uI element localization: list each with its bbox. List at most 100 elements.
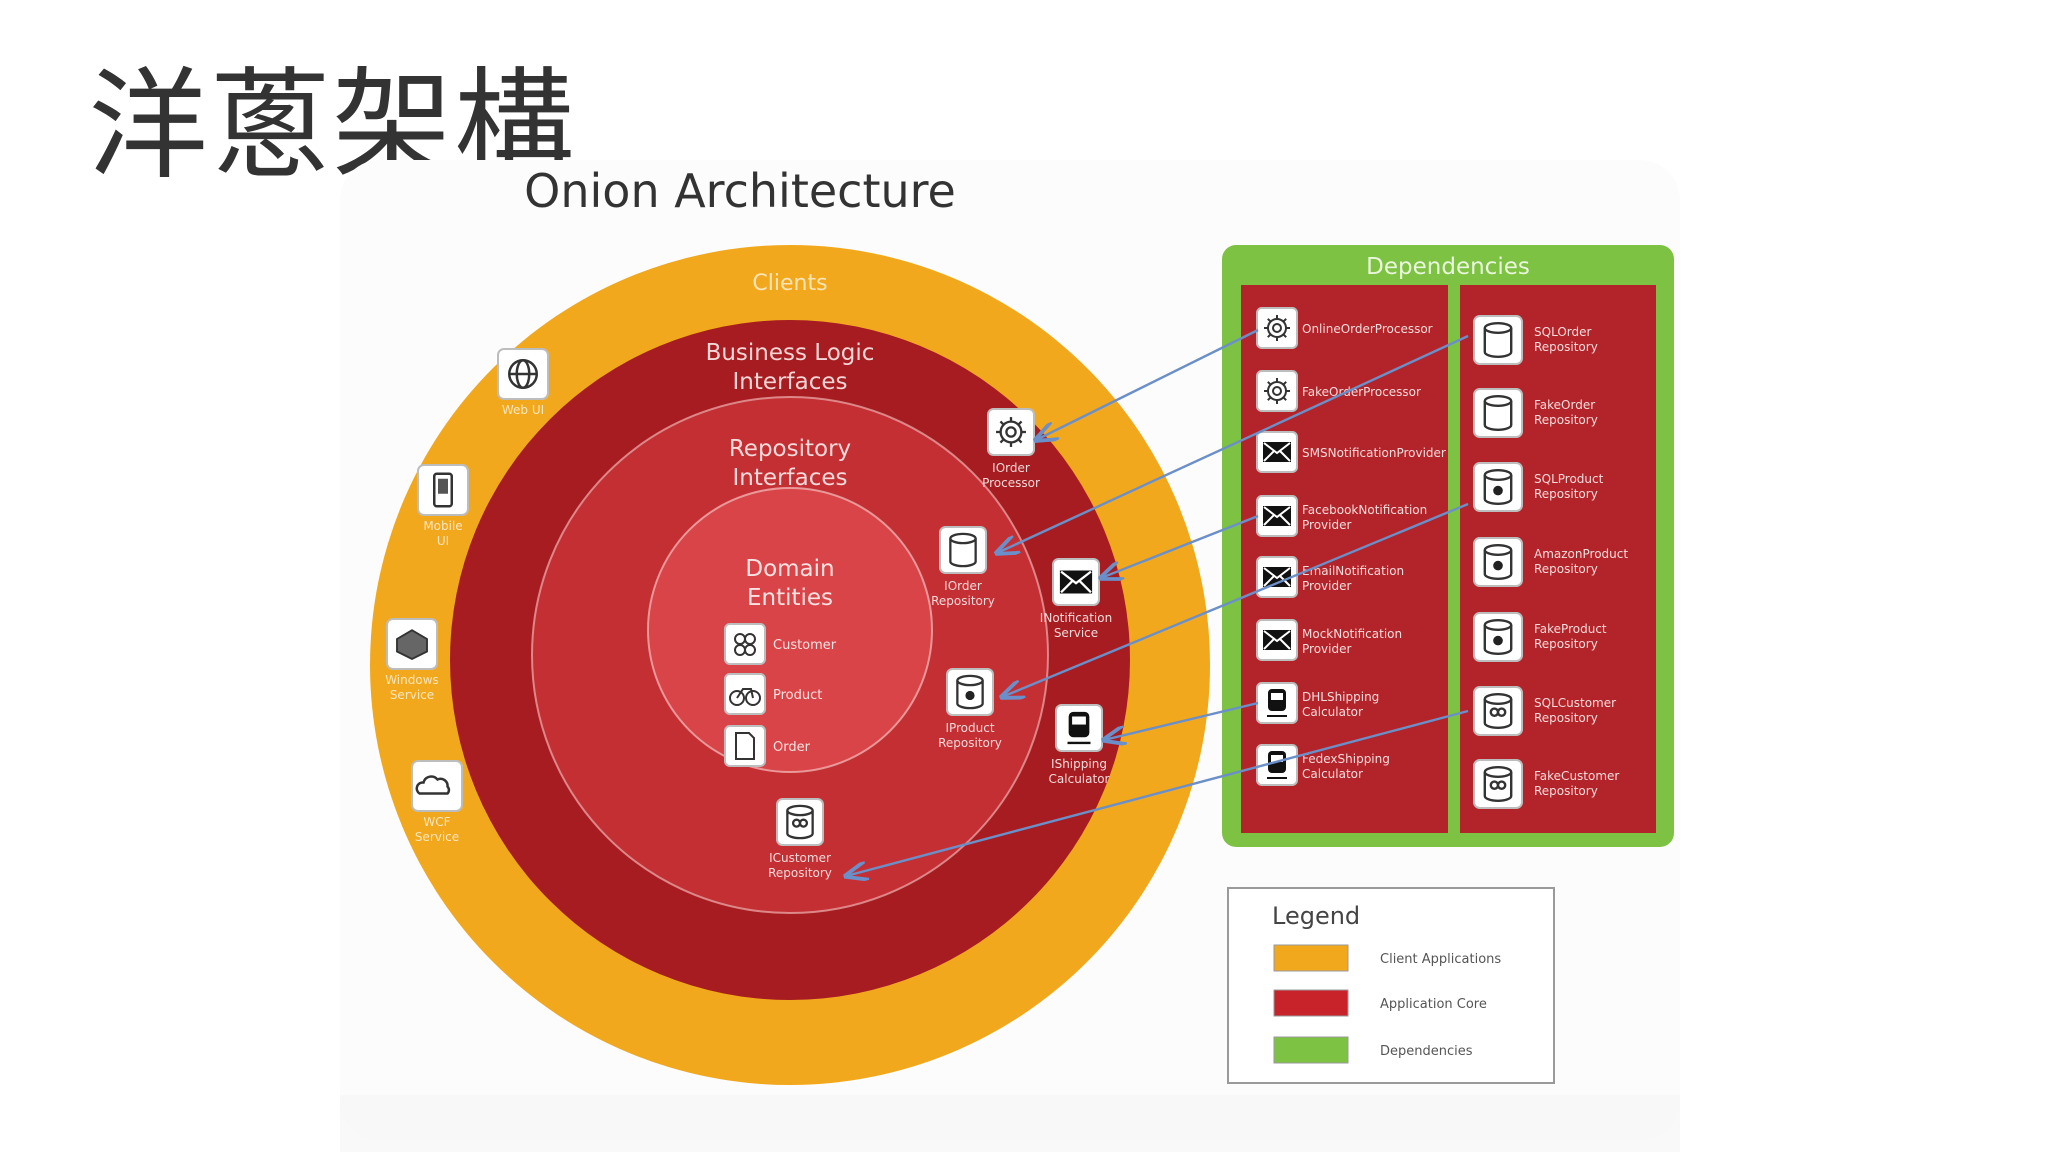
item-label: Repository [1534, 340, 1598, 354]
item-label: Provider [1302, 518, 1351, 532]
item-label: FakeOrderProcessor [1302, 385, 1421, 399]
gear-icon [987, 408, 1035, 456]
database-people-icon [1473, 686, 1523, 736]
item-label: Repository [1534, 784, 1598, 798]
legend-label: Client Applications [1380, 952, 1501, 967]
train-icon [1256, 682, 1298, 724]
gear-icon [1256, 370, 1298, 412]
item-label: FakeProduct [1534, 622, 1607, 636]
item-label: Mobile [423, 519, 462, 533]
cloud-icon [411, 760, 463, 812]
mobile-phone-icon [417, 464, 469, 516]
item-label: Repository [1534, 711, 1598, 725]
database-bike-icon [1473, 612, 1523, 662]
item-label: SMSNotificationProvider [1302, 446, 1446, 460]
legend-label: Dependencies [1380, 1044, 1473, 1059]
domain-entities-label-1: Domain [745, 556, 834, 582]
entity-label: Order [773, 740, 811, 755]
item-label: Windows [385, 673, 439, 687]
reflection-fade [340, 1095, 1680, 1152]
item-label: OnlineOrderProcessor [1302, 322, 1433, 336]
database-icon [1473, 315, 1523, 365]
item-label: Calculator [1302, 767, 1363, 781]
item-label: FakeOrder [1534, 398, 1595, 412]
diagram-title: Onion Architecture [524, 164, 956, 218]
item-label: Provider [1302, 642, 1351, 656]
dependency-arrow [1002, 502, 1469, 697]
database-people-icon [776, 798, 824, 846]
legend-title: Legend [1272, 902, 1360, 930]
item-label: IOrder [944, 579, 982, 593]
item-label: Provider [1302, 579, 1351, 593]
envelope-icon [1052, 558, 1100, 606]
item-label: FacebookNotification [1302, 503, 1427, 517]
item-label: FakeCustomer [1534, 769, 1619, 783]
globe-icon [497, 348, 549, 400]
business-logic-label-1: Business Logic [706, 340, 875, 366]
item-label: Web UI [502, 403, 544, 417]
item-label: Service [390, 688, 434, 702]
item-label: Repository [938, 736, 1002, 750]
dependencies-title: Dependencies [1366, 254, 1530, 280]
envelope-icon [1256, 495, 1298, 537]
item-label: Repository [768, 866, 832, 880]
legend-swatch [1273, 1036, 1349, 1064]
clients-label: Clients [752, 271, 827, 296]
item-label: WCF [423, 815, 450, 829]
dependency-arrow [1101, 514, 1259, 578]
legend-swatch [1273, 944, 1349, 972]
legend-swatch [1273, 989, 1349, 1017]
item-label: Repository [931, 594, 995, 608]
database-bike-icon [946, 668, 994, 716]
item-label: Repository [1534, 487, 1598, 501]
item-label: IShipping [1051, 757, 1107, 771]
item-label: Calculator [1302, 705, 1363, 719]
item-label: FedexShipping [1302, 752, 1390, 766]
item-label: ICustomer [769, 851, 831, 865]
database-bike-icon [1473, 537, 1523, 587]
database-people-icon [1473, 759, 1523, 809]
item-label: DHLShipping [1302, 690, 1379, 704]
document-icon [724, 725, 766, 767]
item-label: MockNotification [1302, 627, 1402, 641]
item-label: Calculator [1049, 772, 1110, 786]
item-label: SQLOrder [1534, 325, 1591, 339]
envelope-icon [1256, 431, 1298, 473]
dependency-arrow [846, 709, 1469, 876]
item-label: Service [1054, 626, 1098, 640]
item-label: Repository [1534, 413, 1598, 427]
database-icon [939, 526, 987, 574]
domain-ring-outline [647, 487, 933, 773]
dependency-arrow [997, 334, 1469, 553]
dependency-arrow [1036, 328, 1259, 440]
gear-icon [1256, 307, 1298, 349]
envelope-icon [1256, 619, 1298, 661]
business-logic-label-2: Interfaces [733, 369, 848, 395]
item-label: IOrder [992, 461, 1030, 475]
item-label: EmailNotification [1302, 564, 1404, 578]
domain-entities-ring [648, 488, 932, 772]
bicycle-icon [724, 673, 766, 715]
item-label: INotification [1040, 611, 1112, 625]
database-bike-icon [1473, 462, 1523, 512]
item-label: SQLProduct [1534, 472, 1604, 486]
repository-interfaces-label-2: Interfaces [733, 465, 848, 491]
entity-label: Product [773, 688, 822, 703]
item-label: SQLCustomer [1534, 696, 1616, 710]
item-label: Repository [1534, 562, 1598, 576]
windows-service-icon [386, 618, 438, 670]
people-icon [724, 623, 766, 665]
item-label: Service [415, 830, 459, 844]
domain-entities-label-2: Entities [747, 585, 833, 611]
item-label: UI [437, 534, 449, 548]
item-label: IProduct [945, 721, 994, 735]
repository-ring-outline [531, 396, 1049, 914]
entity-label: Customer [773, 638, 837, 653]
item-label: Processor [982, 476, 1040, 490]
database-icon [1473, 388, 1523, 438]
train-icon [1055, 704, 1103, 752]
repository-interfaces-label-1: Repository [729, 436, 851, 462]
dependency-arrow [1104, 701, 1259, 740]
item-label: Repository [1534, 637, 1598, 651]
